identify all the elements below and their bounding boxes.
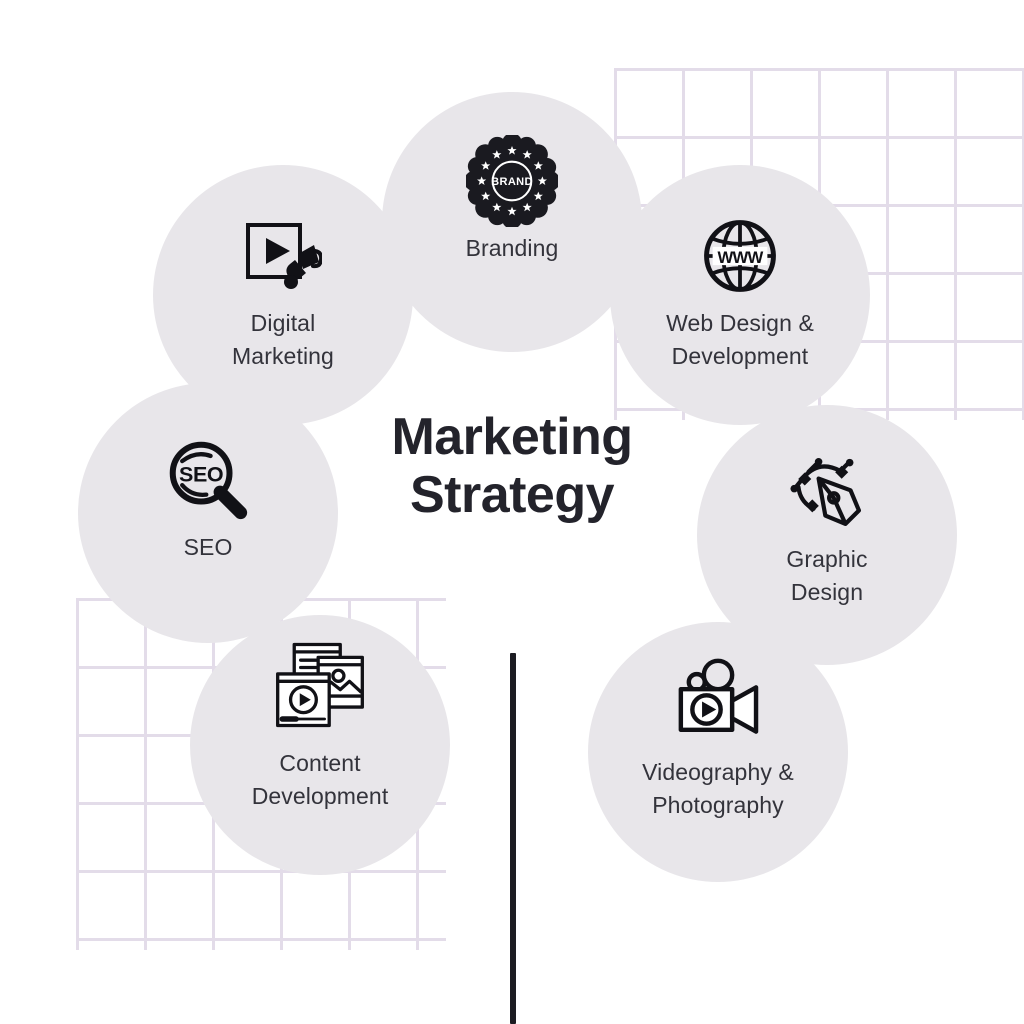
- pen-tool-icon: [785, 453, 869, 531]
- bubble-label: Branding: [465, 235, 559, 261]
- bubble-seo[interactable]: SEO SEO: [78, 383, 338, 643]
- brand-badge-icon: BRAND: [466, 135, 558, 227]
- bubble-content-development[interactable]: Content Development: [190, 615, 450, 875]
- bubble-web-design[interactable]: WWW Web Design & Development: [610, 165, 870, 425]
- bubble-videography[interactable]: Videography & Photography: [588, 622, 848, 882]
- play-megaphone-icon: [244, 217, 322, 295]
- bubble-label: Web Design & Development: [666, 310, 814, 370]
- bubble-branding[interactable]: BRAND Branding: [382, 92, 642, 352]
- magnifier-seo-icon: SEO: [165, 441, 251, 520]
- bubble-label: Digital Marketing: [232, 310, 334, 370]
- video-camera-icon: [672, 652, 764, 744]
- magnifier-seo-text: SEO: [179, 463, 223, 487]
- bubble-label: Videography & Photography: [642, 759, 794, 819]
- globe-www-text: WWW: [717, 248, 763, 267]
- globe-www-icon: WWW: [702, 217, 778, 295]
- bubble-label: SEO: [183, 534, 233, 560]
- bubble-graphic-design[interactable]: Graphic Design: [697, 405, 957, 665]
- vertical-divider: [510, 653, 516, 1024]
- bubble-label: Graphic Design: [786, 546, 868, 606]
- bubble-label: Content Development: [251, 750, 389, 810]
- brand-badge-text: BRAND: [491, 176, 533, 188]
- bubble-digital-marketing[interactable]: Digital Marketing: [153, 165, 413, 425]
- media-windows-icon: [272, 635, 368, 735]
- page-title: Marketing Strategy: [391, 408, 633, 525]
